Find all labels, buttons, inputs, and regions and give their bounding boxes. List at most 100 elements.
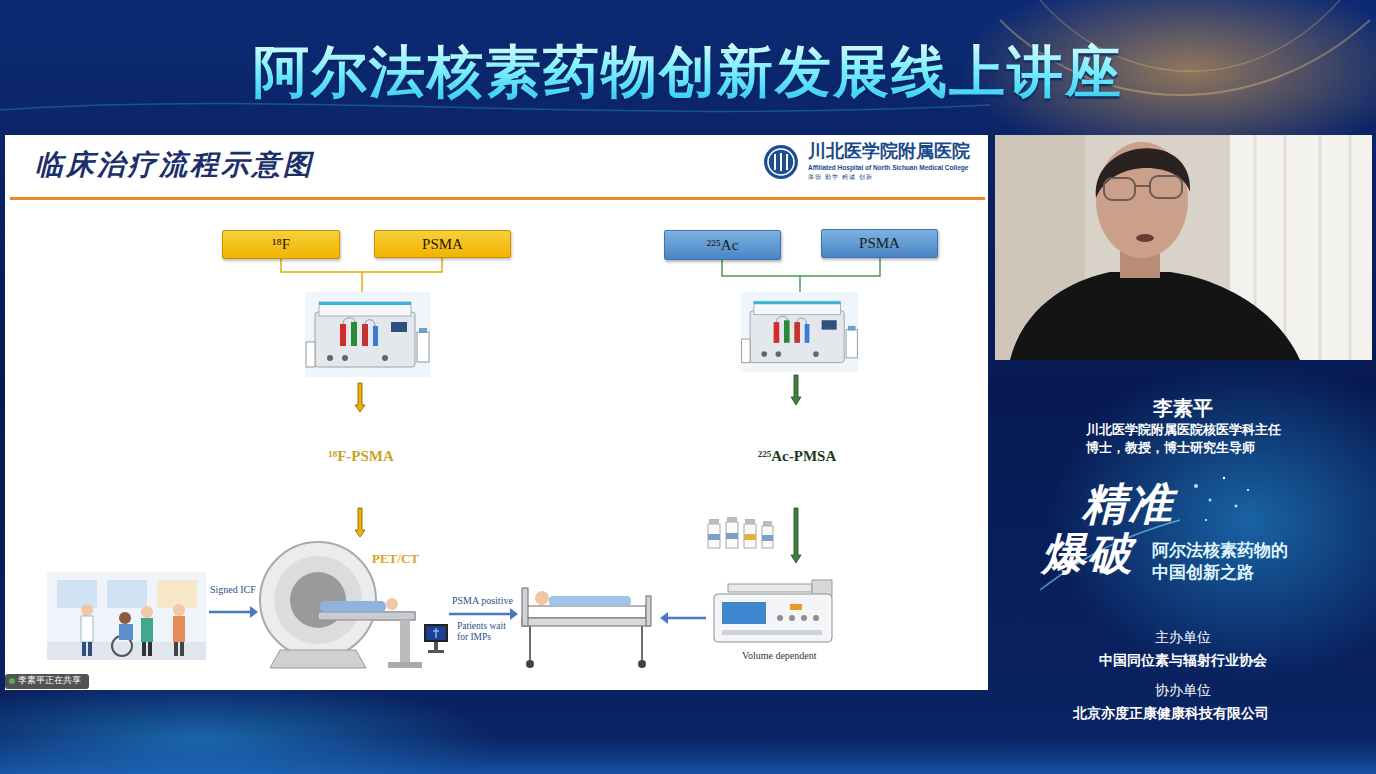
patient-bed [638, 660, 646, 668]
pet-ct-scanner [434, 642, 438, 650]
slide-panel [5, 135, 988, 690]
hospital-logo [764, 145, 798, 179]
sparkles [1194, 484, 1198, 488]
share-badge [9, 678, 15, 684]
hospital-scene [180, 642, 184, 656]
hospital-scene [119, 624, 133, 640]
flow-arrow [791, 375, 801, 405]
pet-ct-scanner [424, 624, 448, 642]
medicine-vials [763, 521, 772, 526]
synthesizer-module [305, 292, 858, 377]
event-subtitle: 阿尔法核素药物的 [1152, 540, 1288, 560]
page-title: 阿尔法核素药物创新发展线上讲座 [253, 38, 1123, 105]
medicine-vials [744, 524, 756, 548]
medicine-vials [709, 519, 719, 524]
hospital-scene [142, 642, 146, 656]
hospital-name-en: Affiliated Hospital of North Sichuan Med… [808, 164, 968, 172]
ligand-box: PSMA [821, 229, 938, 258]
organizer-heading: 协办单位 [1155, 682, 1211, 699]
synthesizer-module [741, 292, 859, 372]
hospital-scene [148, 642, 152, 656]
infusion-pump [714, 594, 832, 642]
hospital-logo [764, 145, 798, 179]
medicine-vials [744, 534, 756, 540]
medicine-vials [708, 517, 773, 548]
medicine-vials [745, 519, 755, 524]
medicine-vials [762, 526, 773, 548]
pet-ct-scanner [274, 556, 362, 644]
flow-arrow [355, 508, 365, 537]
slide-panel [5, 135, 988, 690]
hospital-scene [173, 604, 185, 616]
pet-ct-scanner [260, 542, 376, 658]
speaker-name: 李素平 [1153, 396, 1213, 420]
background [0, 735, 1376, 774]
hospital-scene [174, 642, 178, 656]
box-label: PSMA [422, 236, 463, 253]
product-label: ²²⁵Ac-PMSA [758, 447, 836, 465]
patient-bed [522, 618, 650, 626]
hospital-scene [57, 580, 97, 608]
flow-arrow [791, 508, 801, 563]
flow-arrow [449, 613, 510, 616]
pet-ct-scanner [260, 542, 448, 668]
speaker-video [1096, 148, 1190, 198]
share-status: 李素平正在共享 [18, 675, 81, 686]
bracket-connector [722, 258, 880, 276]
flow-arrow [510, 608, 518, 620]
infusion-pump [801, 615, 807, 621]
flow-arrow [660, 612, 668, 624]
speaker-video [995, 135, 1372, 360]
patient-bed [549, 596, 631, 606]
hospital-scene [141, 606, 153, 618]
flow-arrow [355, 383, 365, 412]
hospital-scene [47, 572, 206, 660]
pet-ct-scanner [388, 662, 422, 668]
patient-bed [530, 626, 642, 660]
isotope-box: ¹⁸F [222, 230, 340, 259]
infusion-pump [777, 615, 783, 621]
pet-ct-scanner [400, 620, 410, 664]
hospital-scene [173, 616, 185, 642]
pet-ct-scanner [433, 628, 439, 638]
infusion-pump [789, 615, 795, 621]
medicine-vials [708, 534, 720, 540]
patient-bed [535, 591, 549, 605]
event-logo: 精准 [1082, 478, 1174, 531]
medicine-vials [726, 522, 738, 548]
speaker-video [1150, 176, 1182, 198]
box-label: ²²⁵Ac [707, 237, 739, 254]
hospital-scene [47, 642, 206, 660]
ligand-box: PSMA [374, 230, 511, 258]
hospital-scene [88, 642, 92, 656]
step-label: PET/CT [372, 551, 419, 567]
medicine-vials [708, 524, 720, 548]
patient-bed [526, 660, 534, 668]
patient-bed [526, 606, 646, 618]
medicine-vials [762, 535, 773, 541]
infusion-pump [722, 630, 822, 635]
speaker-video [1136, 234, 1154, 242]
box-label: PSMA [859, 235, 900, 252]
pet-ct-scanner [386, 598, 398, 610]
sparkles [1247, 489, 1249, 491]
patient-bed [646, 596, 651, 626]
bracket-connector [281, 258, 442, 272]
flow-arrow [209, 611, 250, 614]
pet-ct-scanner [318, 612, 415, 620]
hospital-scene [157, 580, 197, 608]
share-badge [5, 674, 89, 689]
synthesizer-module [305, 292, 430, 377]
sparkles [1235, 505, 1238, 508]
sparkles [1205, 519, 1207, 521]
speaker-title: 博士，教授，博士研究生导师 [1086, 440, 1255, 456]
bracket-connector [799, 276, 801, 292]
infusion-pump [722, 602, 766, 624]
organizer-name: 北京亦度正康健康科技有限公司 [1073, 705, 1269, 722]
event-subtitle: 中国创新之路 [1152, 562, 1254, 582]
slide-heading: 临床治疗流程示意图 [35, 148, 314, 182]
hospital-scene [107, 580, 147, 608]
medicine-vials [727, 517, 737, 522]
hospital-motto: 厚德 勤学 精诚 创新 [808, 173, 873, 180]
